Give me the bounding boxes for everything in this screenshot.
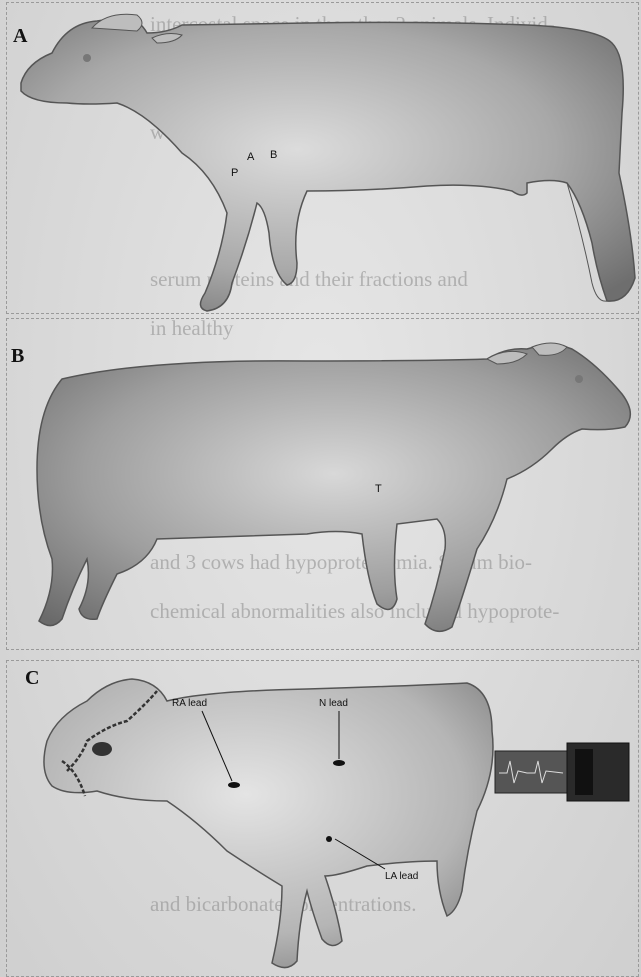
point-label-t: T (375, 483, 382, 495)
cow-body (21, 18, 635, 311)
n-lead-label: N lead (319, 698, 348, 709)
point-label-a: A (247, 151, 255, 163)
cow-ecg-illustration: RA lead N lead LA lead (7, 661, 638, 976)
cow-eye (83, 54, 91, 62)
panel-a: A A B P (6, 2, 639, 314)
cow-eye (575, 375, 583, 383)
point-label-p: P (231, 167, 238, 179)
cow-left-side-illustration: A B P (7, 3, 638, 313)
point-label-b: B (270, 149, 277, 161)
panel-b: B T (6, 318, 639, 650)
cow-right-side-illustration: T (7, 319, 638, 649)
la-lead-label: LA lead (385, 871, 418, 882)
panel-c: C (6, 660, 639, 977)
cow-eye (92, 742, 112, 756)
ecg-recorder (495, 743, 629, 801)
ra-lead-label: RA lead (172, 698, 207, 709)
cow-body (44, 679, 493, 968)
cow-body (37, 345, 630, 631)
